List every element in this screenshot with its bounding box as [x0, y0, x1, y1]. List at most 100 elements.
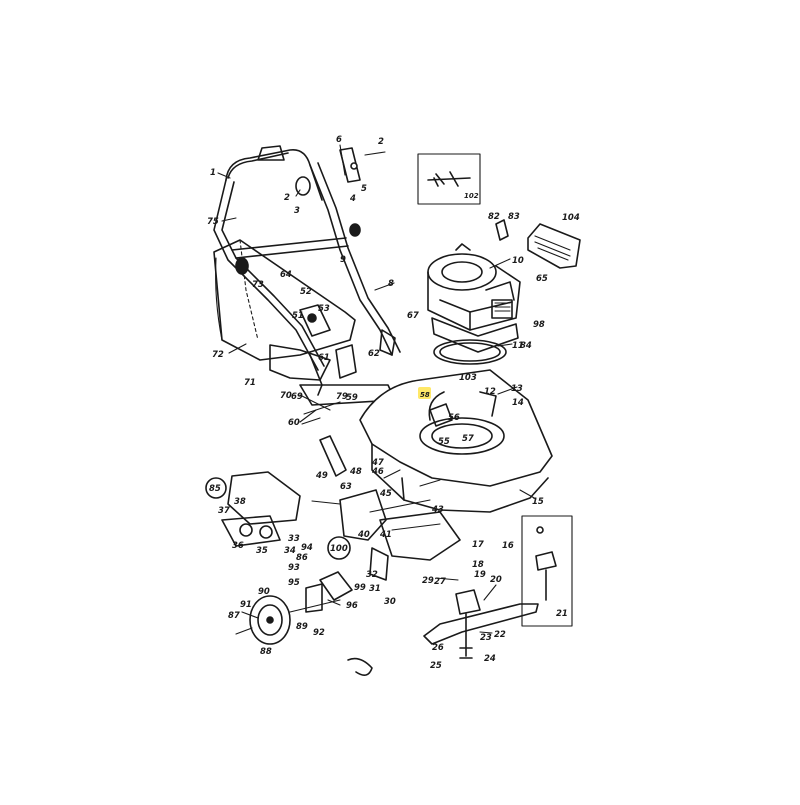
callout-86: 86 — [296, 553, 308, 563]
callout-67: 67 — [407, 311, 419, 321]
callout-30: 30 — [384, 597, 396, 607]
callout-88: 88 — [260, 647, 272, 657]
callout-23: 23 — [480, 633, 492, 643]
deck-skirt — [339, 489, 461, 581]
callout-36: 36 — [232, 541, 244, 551]
callout-24: 24 — [484, 654, 496, 664]
callout-63: 63 — [340, 482, 352, 492]
air-filter-cover — [527, 223, 581, 269]
callout-89: 89 — [296, 622, 308, 632]
callout-47: 47 — [371, 458, 384, 468]
callout-34: 34 — [284, 546, 296, 556]
callout-103: 103 — [459, 373, 477, 383]
leader-lines — [217, 172, 537, 634]
callout-83: 83 — [508, 212, 520, 222]
callout-26: 26 — [432, 643, 444, 653]
callout-6: 6 — [336, 135, 342, 145]
callout-58: 58 — [420, 391, 430, 399]
callout-29: 29 — [422, 576, 434, 586]
callout-27: 27 — [434, 577, 446, 587]
callout-20: 20 — [490, 575, 502, 585]
callout-99: 99 — [354, 583, 366, 593]
rear-wheel-kit — [221, 471, 301, 547]
callout-1: 1 — [210, 168, 216, 178]
callout-64: 64 — [280, 270, 292, 280]
callout-43: 43 — [431, 505, 444, 515]
wheel-assembly — [235, 595, 341, 645]
callout-95: 95 — [288, 578, 300, 588]
inset-box-21 — [521, 515, 573, 627]
callout-9: 9 — [340, 255, 346, 265]
callout-46: 46 — [371, 467, 384, 477]
callout-79: 79 — [336, 392, 348, 402]
callout-48: 48 — [349, 467, 362, 477]
callout-71: 71 — [244, 378, 256, 388]
callout-2: 2 — [284, 193, 290, 203]
callout-60: 60 — [288, 418, 300, 428]
circled-callout-85: 85 — [205, 477, 227, 499]
circled-callout-100: 100 — [327, 536, 351, 560]
callout-55: 55 — [438, 437, 450, 447]
callout-104: 104 — [562, 213, 580, 223]
callout-61: 61 — [318, 353, 330, 363]
highlighted-part-58 — [418, 387, 431, 399]
callout-37: 37 — [218, 506, 230, 516]
callout-5: 5 — [361, 184, 367, 194]
grass-bag — [213, 239, 356, 361]
callout-22: 22 — [494, 630, 506, 640]
callout-4: 4 — [349, 194, 356, 204]
callout-87: 87 — [228, 611, 240, 621]
callout-102: 102 — [464, 192, 479, 200]
callout-98: 98 — [533, 320, 545, 330]
callout-32: 32 — [366, 570, 378, 580]
callout-49: 49 — [315, 471, 328, 481]
callout-56: 56 — [448, 413, 460, 423]
callout-15: 15 — [532, 497, 544, 507]
callout-57: 57 — [462, 434, 474, 444]
part-82 — [495, 219, 509, 241]
callout-41: 41 — [379, 530, 392, 540]
callout-53: 53 — [318, 304, 330, 314]
callout-92: 92 — [313, 628, 325, 638]
callout-72: 72 — [212, 350, 224, 360]
callout-labels: 1 2 2 3 4 5 6 8 9 10 11 12 13 14 15 16 1… — [207, 135, 580, 671]
handle-grip — [225, 148, 323, 201]
callout-69: 69 — [291, 392, 303, 402]
handle-hardware — [339, 144, 386, 183]
callout-35: 35 — [256, 546, 268, 556]
callout-2: 2 — [378, 137, 384, 147]
callout-91: 91 — [240, 600, 252, 610]
callout-40: 40 — [357, 530, 370, 540]
callout-17: 17 — [472, 540, 484, 550]
callout-45: 45 — [379, 489, 392, 499]
callout-33: 33 — [288, 534, 300, 544]
callout-93: 93 — [288, 563, 300, 573]
callout-52: 52 — [300, 287, 312, 297]
callout-8: 8 — [388, 279, 394, 289]
callout-21: 21 — [556, 609, 568, 619]
callout-19: 19 — [474, 570, 486, 580]
callout-70: 70 — [280, 391, 292, 401]
callout-13: 13 — [511, 384, 523, 394]
callout-3: 3 — [294, 206, 300, 216]
engine — [427, 243, 521, 365]
callout-10: 10 — [512, 256, 524, 266]
callout-65: 65 — [536, 274, 548, 284]
callout-25: 25 — [430, 661, 442, 671]
inset-box-102 — [417, 153, 481, 205]
callout-14: 14 — [512, 398, 524, 408]
callout-31: 31 — [369, 584, 381, 594]
callout-84: 84 — [520, 341, 532, 351]
callout-62: 62 — [368, 349, 380, 359]
svg-text:85: 85 — [209, 484, 221, 494]
callout-59: 59 — [346, 393, 358, 403]
callout-82: 82 — [488, 212, 500, 222]
callout-90: 90 — [258, 587, 270, 597]
callout-94: 94 — [301, 543, 313, 553]
blade-assembly — [423, 589, 539, 659]
callout-12: 12 — [484, 387, 496, 397]
callout-51: 51 — [292, 311, 304, 321]
callout-73: 73 — [252, 280, 264, 290]
